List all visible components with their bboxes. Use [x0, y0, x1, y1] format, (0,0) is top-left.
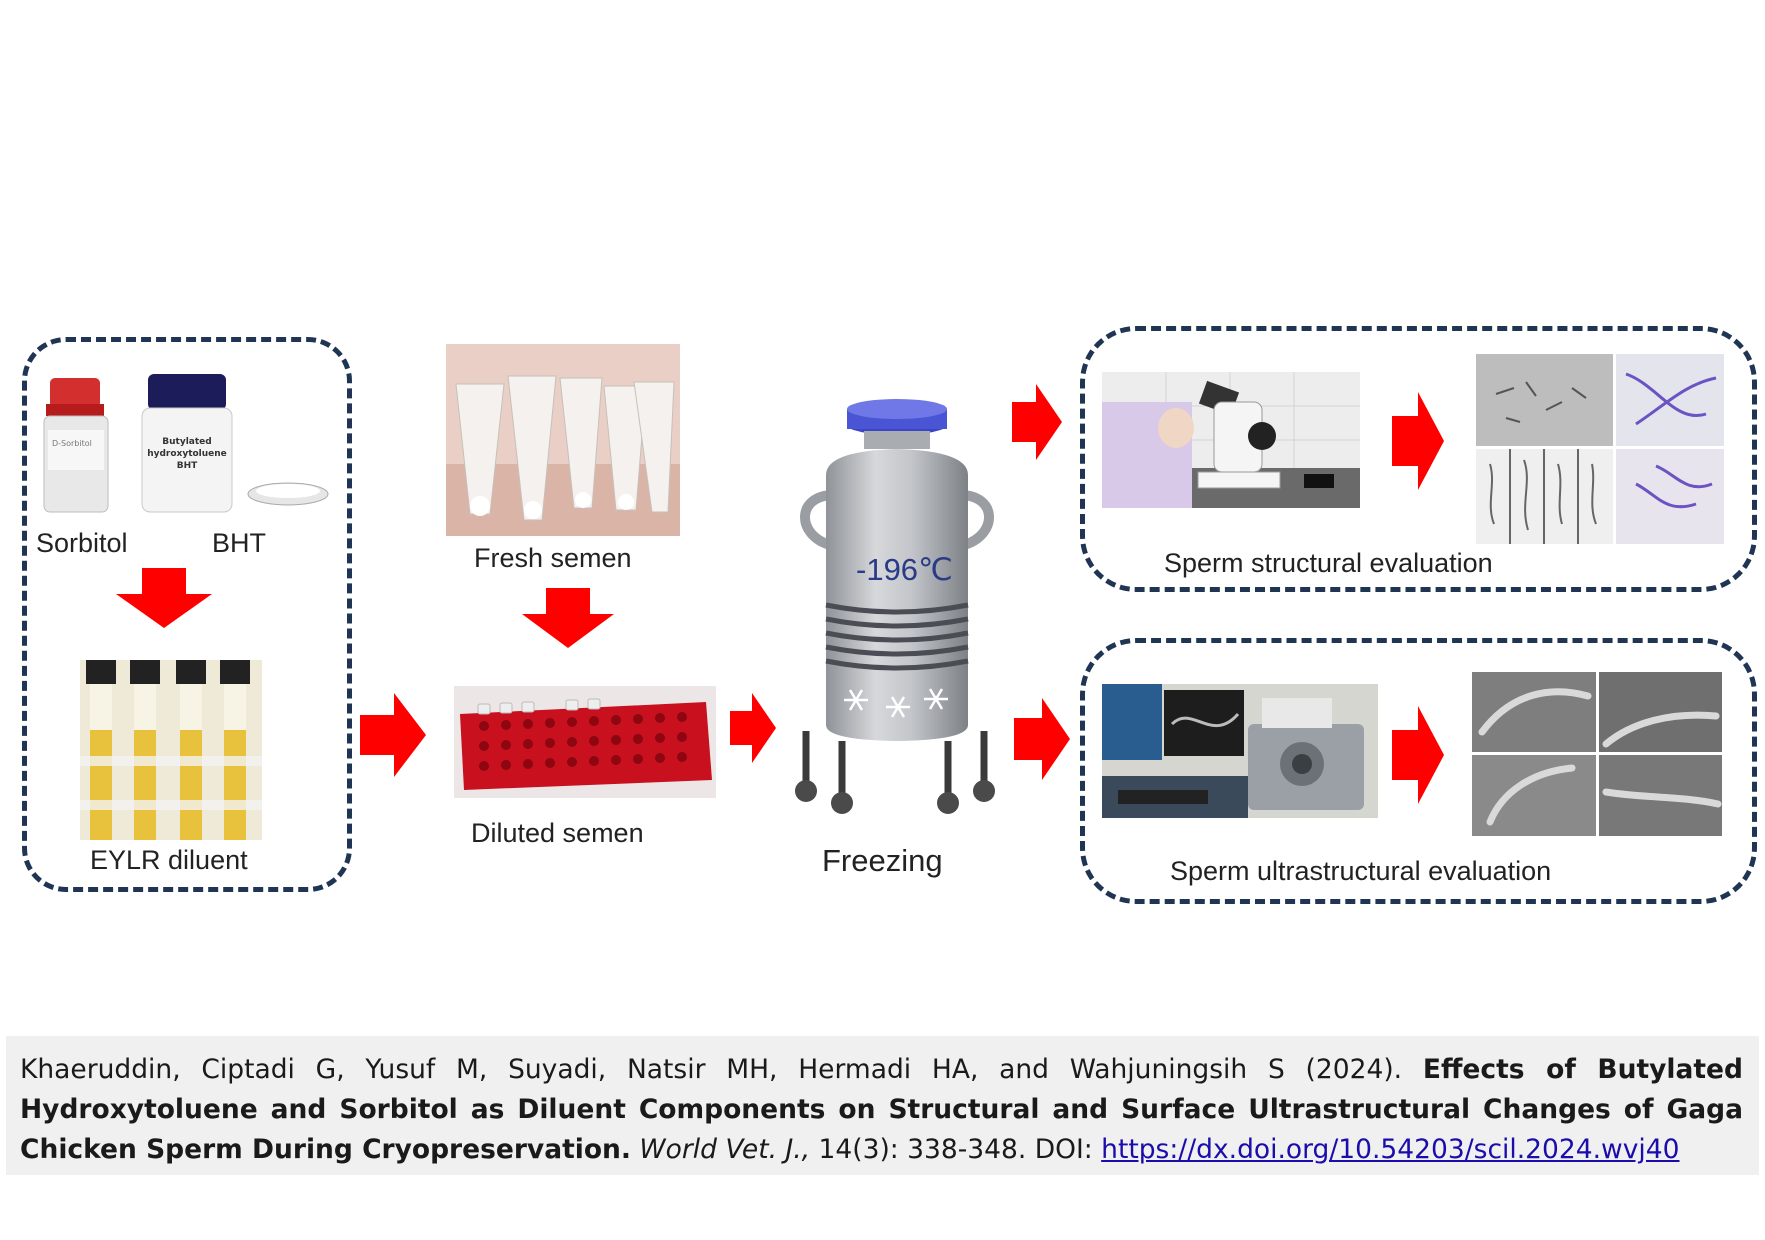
sperm-microscopy-grid [1476, 354, 1724, 544]
fresh-semen-label: Fresh semen [474, 543, 632, 573]
bht-label: BHT [212, 528, 266, 558]
diluted-semen-label: Diluted semen [471, 818, 644, 848]
ultrastructural-evaluation-box [1080, 638, 1757, 904]
sem-images-grid [1472, 672, 1722, 836]
citation-journal: World Vet. J., [639, 1134, 811, 1165]
citation-doi-link[interactable]: https://dx.doi.org/10.54203/scil.2024.wv… [1101, 1134, 1680, 1165]
eylr-label: EYLR diluent [90, 845, 248, 875]
structural-evaluation-box [1080, 326, 1757, 592]
citation-authors: Khaeruddin, Ciptadi G, Yusuf M, Suyadi, … [20, 1054, 1423, 1085]
sorbitol-bottle-text: D-Sorbitol [52, 439, 92, 448]
right-arrow-ultrastructural [1014, 698, 1070, 780]
right-arrow-2 [730, 693, 776, 763]
bht-bottle-line1: Butylated [162, 437, 211, 447]
sorbitol-bht-photo: D-Sorbitol Butylated hydroxytoluene BHT [40, 370, 332, 518]
snowflake-icon [844, 688, 948, 718]
citation-box: Khaeruddin, Ciptadi G, Yusuf M, Suyadi, … [6, 1036, 1759, 1175]
diluted-semen-photo [454, 686, 716, 798]
eylr-tubes-photo [80, 660, 262, 840]
reagents-box [22, 337, 352, 892]
down-arrow-semen [522, 588, 614, 648]
down-arrow-reagents [116, 568, 212, 628]
right-arrow-structural [1012, 384, 1062, 460]
citation-title: Effects of Butylated Hydroxytoluene and … [20, 1054, 1743, 1165]
freezing-label: Freezing [822, 843, 943, 878]
citation-text: Khaeruddin, Ciptadi G, Yusuf M, Suyadi, … [20, 1050, 1743, 1170]
electron-microscope-photo [1102, 684, 1378, 818]
structural-evaluation-label: Sperm structural evaluation [1164, 548, 1493, 578]
citation-volume: 14(3): 338-348. DOI: [810, 1134, 1102, 1165]
ultrastructural-evaluation-label: Sperm ultrastructural evaluation [1170, 856, 1552, 886]
microscope-photo [1102, 372, 1360, 508]
right-arrow-ultrastructural-inner [1392, 706, 1444, 804]
bht-bottle-line3: BHT [177, 461, 198, 471]
bht-bottle-line2: hydroxytoluene [147, 449, 227, 459]
sorbitol-label: Sorbitol [36, 528, 128, 558]
right-arrow-1 [360, 693, 426, 777]
tank-temperature-label: -196℃ [856, 552, 953, 587]
fresh-semen-photo [446, 344, 680, 536]
right-arrow-structural-inner [1392, 392, 1444, 490]
liquid-nitrogen-tank [795, 399, 995, 814]
